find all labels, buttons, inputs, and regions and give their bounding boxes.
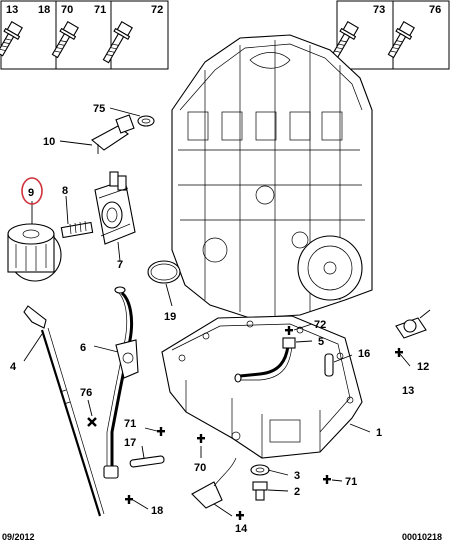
- box-label-71: 71: [94, 4, 106, 16]
- callout-70: 70: [194, 462, 206, 474]
- callout-75: 75: [93, 103, 105, 115]
- box-label-70: 70: [61, 4, 73, 16]
- callout-19: 19: [164, 311, 176, 323]
- pipe-part-17: [129, 455, 165, 468]
- callout-6: 6: [80, 342, 86, 354]
- bolt-icon: [51, 21, 79, 59]
- callout-18: 18: [151, 505, 163, 517]
- box-label-72: 72: [151, 4, 163, 16]
- header-box-72: 72: [102, 0, 169, 70]
- callout-10: 10: [43, 136, 55, 148]
- drain-washer-part-3: [250, 464, 270, 476]
- header-box-13-18: 13 18: [0, 0, 57, 70]
- header-box-76: 76: [387, 0, 450, 70]
- x-marker-icon: [87, 417, 97, 427]
- box-label-73: 73: [373, 4, 385, 16]
- box-label-13: 13: [6, 4, 18, 16]
- callout-14: 14: [235, 523, 248, 535]
- callout-71-right: 71: [345, 476, 357, 488]
- bolt-icon: [0, 21, 23, 57]
- callout-17: 17: [124, 437, 136, 449]
- bolt-icon: [387, 21, 415, 59]
- guide-tube-part-6: [103, 286, 139, 479]
- engine-block: [171, 34, 373, 319]
- callout-5: 5: [318, 336, 324, 348]
- callout-8: 8: [62, 185, 68, 197]
- callout-71-left: 71: [124, 418, 136, 430]
- callout-16: 16: [358, 348, 370, 360]
- dowel-pin-part-16: [324, 353, 334, 377]
- callout-12: 12: [417, 361, 429, 373]
- threaded-stud-part-8: [60, 220, 94, 239]
- oil-filter-part-9: [7, 223, 62, 282]
- header-box-73: 73: [331, 0, 394, 70]
- callout-3: 3: [294, 470, 300, 482]
- callout-76: 76: [80, 387, 92, 399]
- footer-date: 09/2012: [2, 532, 35, 542]
- callout-72: 72: [314, 319, 326, 331]
- bolt-icon: [102, 21, 133, 64]
- highlight-circle: [21, 177, 43, 205]
- oil-cooler-part-7: [94, 171, 136, 245]
- seal-ring-part-75: [137, 115, 155, 127]
- callouts: 75 10 9 8 7 19 4 6 76 72 5 16 12 13 1 71…: [10, 103, 429, 535]
- callout-9: 9: [28, 187, 34, 199]
- callout-2: 2: [294, 486, 300, 498]
- sensor-part-14: [191, 457, 237, 509]
- dipstick-part-4: [23, 305, 105, 517]
- callout-4: 4: [10, 361, 17, 373]
- callout-13: 13: [402, 385, 414, 397]
- box-label-18: 18: [38, 4, 50, 16]
- oil-sump-part-1: [161, 315, 363, 459]
- callout-7: 7: [117, 259, 123, 271]
- seal-ring-part-19: [147, 260, 181, 284]
- callout-1: 1: [376, 427, 382, 439]
- bolt-icon: [331, 21, 359, 59]
- pickup-pipe-part-5: [234, 337, 296, 383]
- drain-plug-part-2: [252, 481, 268, 501]
- plus-marker-icon: [125, 326, 403, 520]
- sensor-part-12: [395, 309, 431, 339]
- leader-lines: [23, 107, 411, 517]
- box-label-76: 76: [429, 4, 441, 16]
- footer-reference: 00010218: [402, 532, 442, 542]
- header-box-70-71: 70 71: [51, 0, 112, 70]
- sensor-part-10: [91, 114, 135, 154]
